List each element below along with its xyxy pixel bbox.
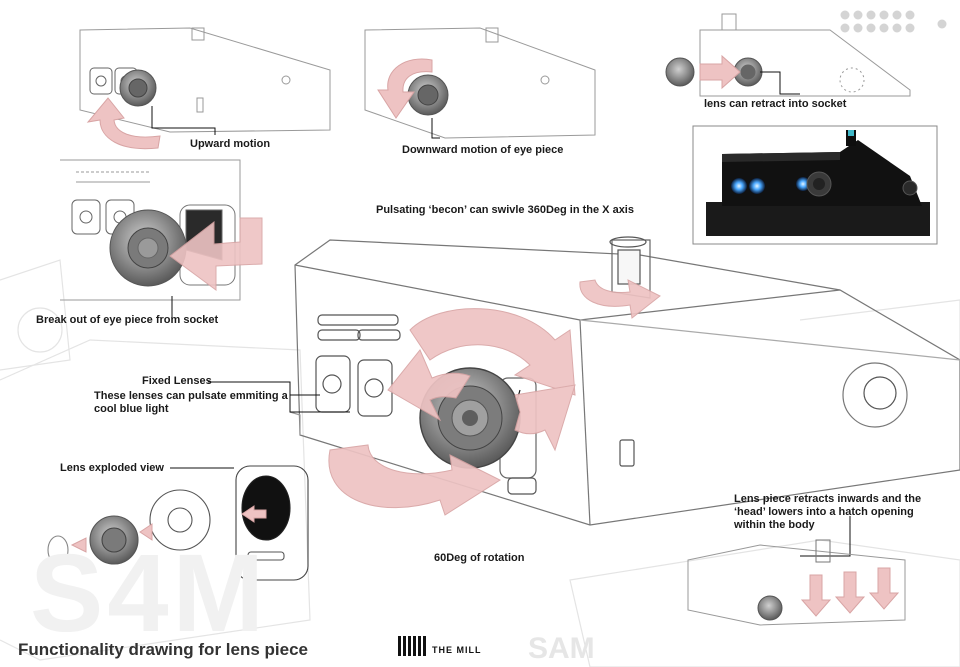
page-title: Functionality drawing for lens piece (18, 640, 308, 659)
lower-arrows (800, 567, 900, 617)
label-break-out: Break out of eye piece from socket (36, 314, 219, 326)
rotation-arrows (328, 279, 661, 516)
hatch-sketch (687, 539, 906, 626)
render-preview (692, 125, 938, 245)
label-upward-motion: Upward motion (190, 138, 271, 150)
label-hatch: Lens piece retracts inwards and the ‘hea… (734, 493, 922, 531)
brand-name: THE MILL (432, 645, 482, 655)
watermark-secondary: SAM (528, 632, 595, 665)
dot-grid (840, 10, 947, 33)
retract-sketch (665, 13, 911, 97)
upward-motion-sketch (79, 27, 331, 135)
label-exploded-view: Lens exploded view (60, 462, 164, 474)
label-becon: Pulsating ‘becon’ can swivle 360Deg in t… (376, 204, 634, 216)
downward-arrow (377, 58, 433, 119)
watermark-text: S4M (30, 532, 269, 655)
break-out-arrow (169, 217, 263, 291)
downward-motion-sketch (364, 27, 596, 139)
upward-arrow (86, 97, 161, 150)
exploded-view (47, 465, 309, 581)
fixed-lens-leaders (170, 381, 851, 557)
label-rotation: 60Deg of rotation (434, 552, 525, 564)
exploded-arrows (70, 505, 267, 553)
retract-arrow (699, 54, 741, 90)
label-fixed-lenses-desc: These lenses can pulsate emmiting a cool… (94, 390, 288, 415)
label-retract: lens can retract into socket (704, 98, 847, 110)
label-fixed-lenses-title: Fixed Lenses (142, 375, 212, 387)
the-mill-logo-icon (398, 636, 426, 656)
label-downward-motion: Downward motion of eye piece (402, 144, 564, 156)
